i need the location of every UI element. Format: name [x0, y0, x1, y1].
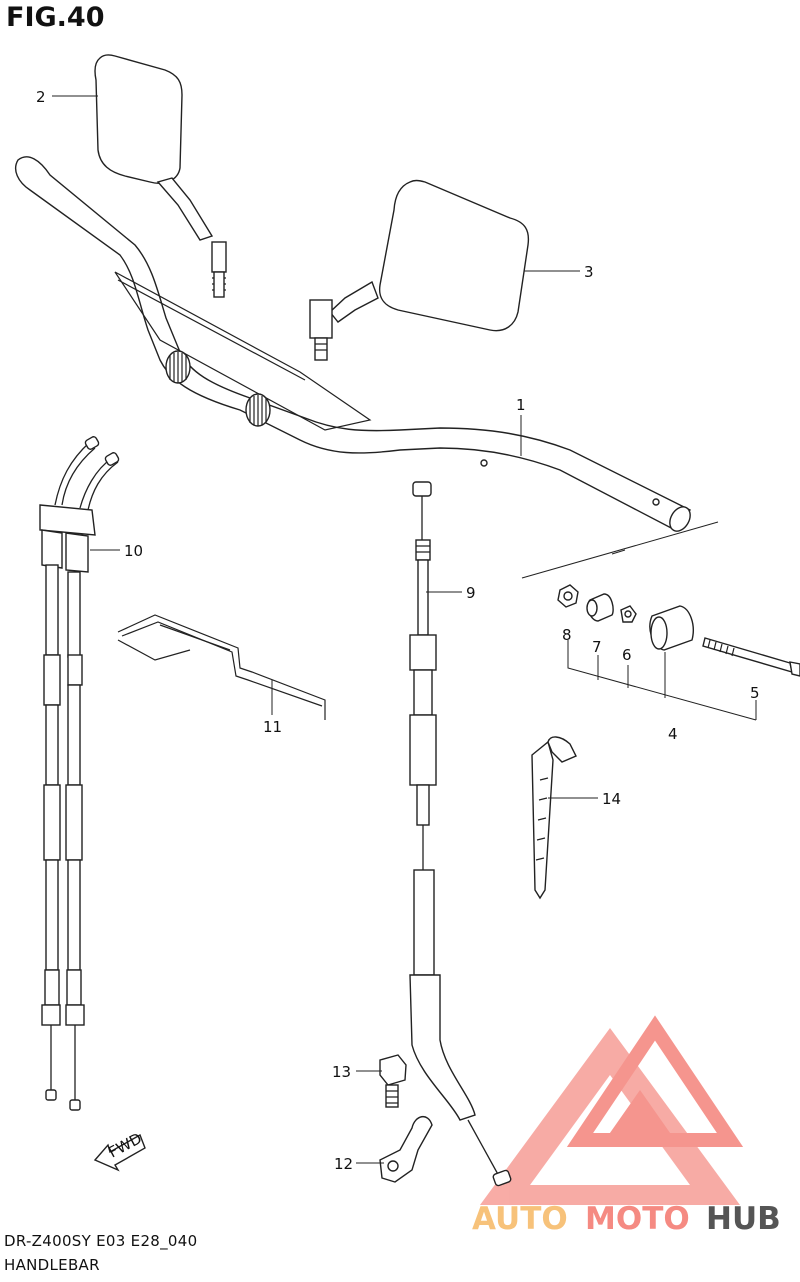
callout-13: 13: [332, 1063, 351, 1081]
bolt-part-13: [379, 1054, 407, 1108]
callout-7: 7: [592, 638, 602, 656]
model-code: DR-Z400SY E03 E28_040: [4, 1232, 198, 1250]
screw-part-5: [702, 637, 800, 677]
callout-6: 6: [622, 646, 632, 664]
callout-10: 10: [124, 542, 143, 560]
callout-14: 14: [602, 790, 621, 808]
throttle-cable-part: [39, 436, 120, 1111]
cable-guide-part-11: [117, 614, 326, 720]
callout-11: 11: [263, 718, 282, 736]
callout-8: 8: [562, 626, 572, 644]
handlebar-part: [14, 156, 692, 532]
handlebar-knurl-left: [165, 350, 191, 384]
section-name: HANDLEBAR: [4, 1256, 100, 1274]
watermark-word-moto: MOTO: [585, 1201, 690, 1237]
figure-title: FIG.40: [6, 2, 105, 33]
callout-4: 4: [668, 725, 678, 743]
forward-direction-arrow: FWD: [93, 1129, 146, 1172]
watermark-wordmark: AUTO MOTO HUB: [472, 1201, 781, 1237]
collar-part-7: [586, 593, 614, 622]
clutch-cable-part: [409, 481, 512, 1187]
callout-leaders: [52, 95, 598, 1164]
watermark-word-hub: HUB: [706, 1201, 781, 1237]
washer-part-6: [620, 605, 637, 623]
callout-9: 9: [466, 584, 476, 602]
callout-labels: 2 3 1 9 10 8 7 6 5 4 11 14 13 12: [36, 88, 760, 1173]
watermark-logo: [480, 1015, 744, 1205]
watermark-word-auto: AUTO: [472, 1201, 568, 1237]
callout-2: 2: [36, 88, 46, 106]
clamp-part-12: [379, 1116, 433, 1183]
callout-1: 1: [516, 396, 526, 414]
nut-part-8: [557, 584, 579, 608]
cable-tie-part-14: [531, 736, 577, 900]
callout-12: 12: [334, 1155, 353, 1173]
bar-end-assembly: [521, 521, 800, 721]
callout-5: 5: [750, 684, 760, 702]
handlebar-knurl-right: [245, 393, 271, 427]
mirror-left-part: [94, 54, 227, 298]
mirror-right-part: [309, 179, 530, 361]
callout-3: 3: [584, 263, 594, 281]
weight-part-4: [649, 605, 694, 651]
